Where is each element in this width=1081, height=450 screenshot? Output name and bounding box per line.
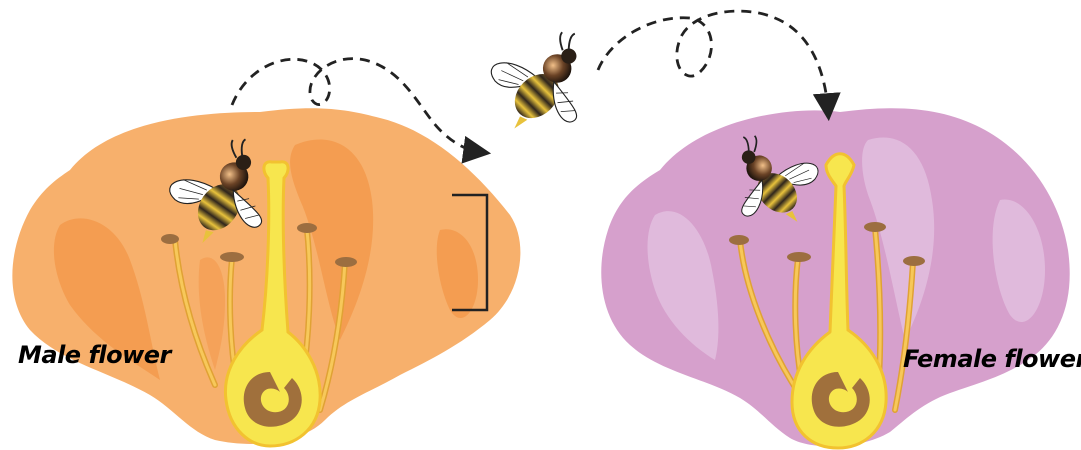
female-flower bbox=[601, 108, 1069, 448]
bee-icon bbox=[486, 28, 603, 142]
flight-path-arrow bbox=[598, 11, 828, 110]
male-flower-label: Male flower bbox=[18, 341, 171, 369]
female-flower-label: Female flower bbox=[903, 345, 1081, 373]
male-flower bbox=[12, 108, 520, 446]
